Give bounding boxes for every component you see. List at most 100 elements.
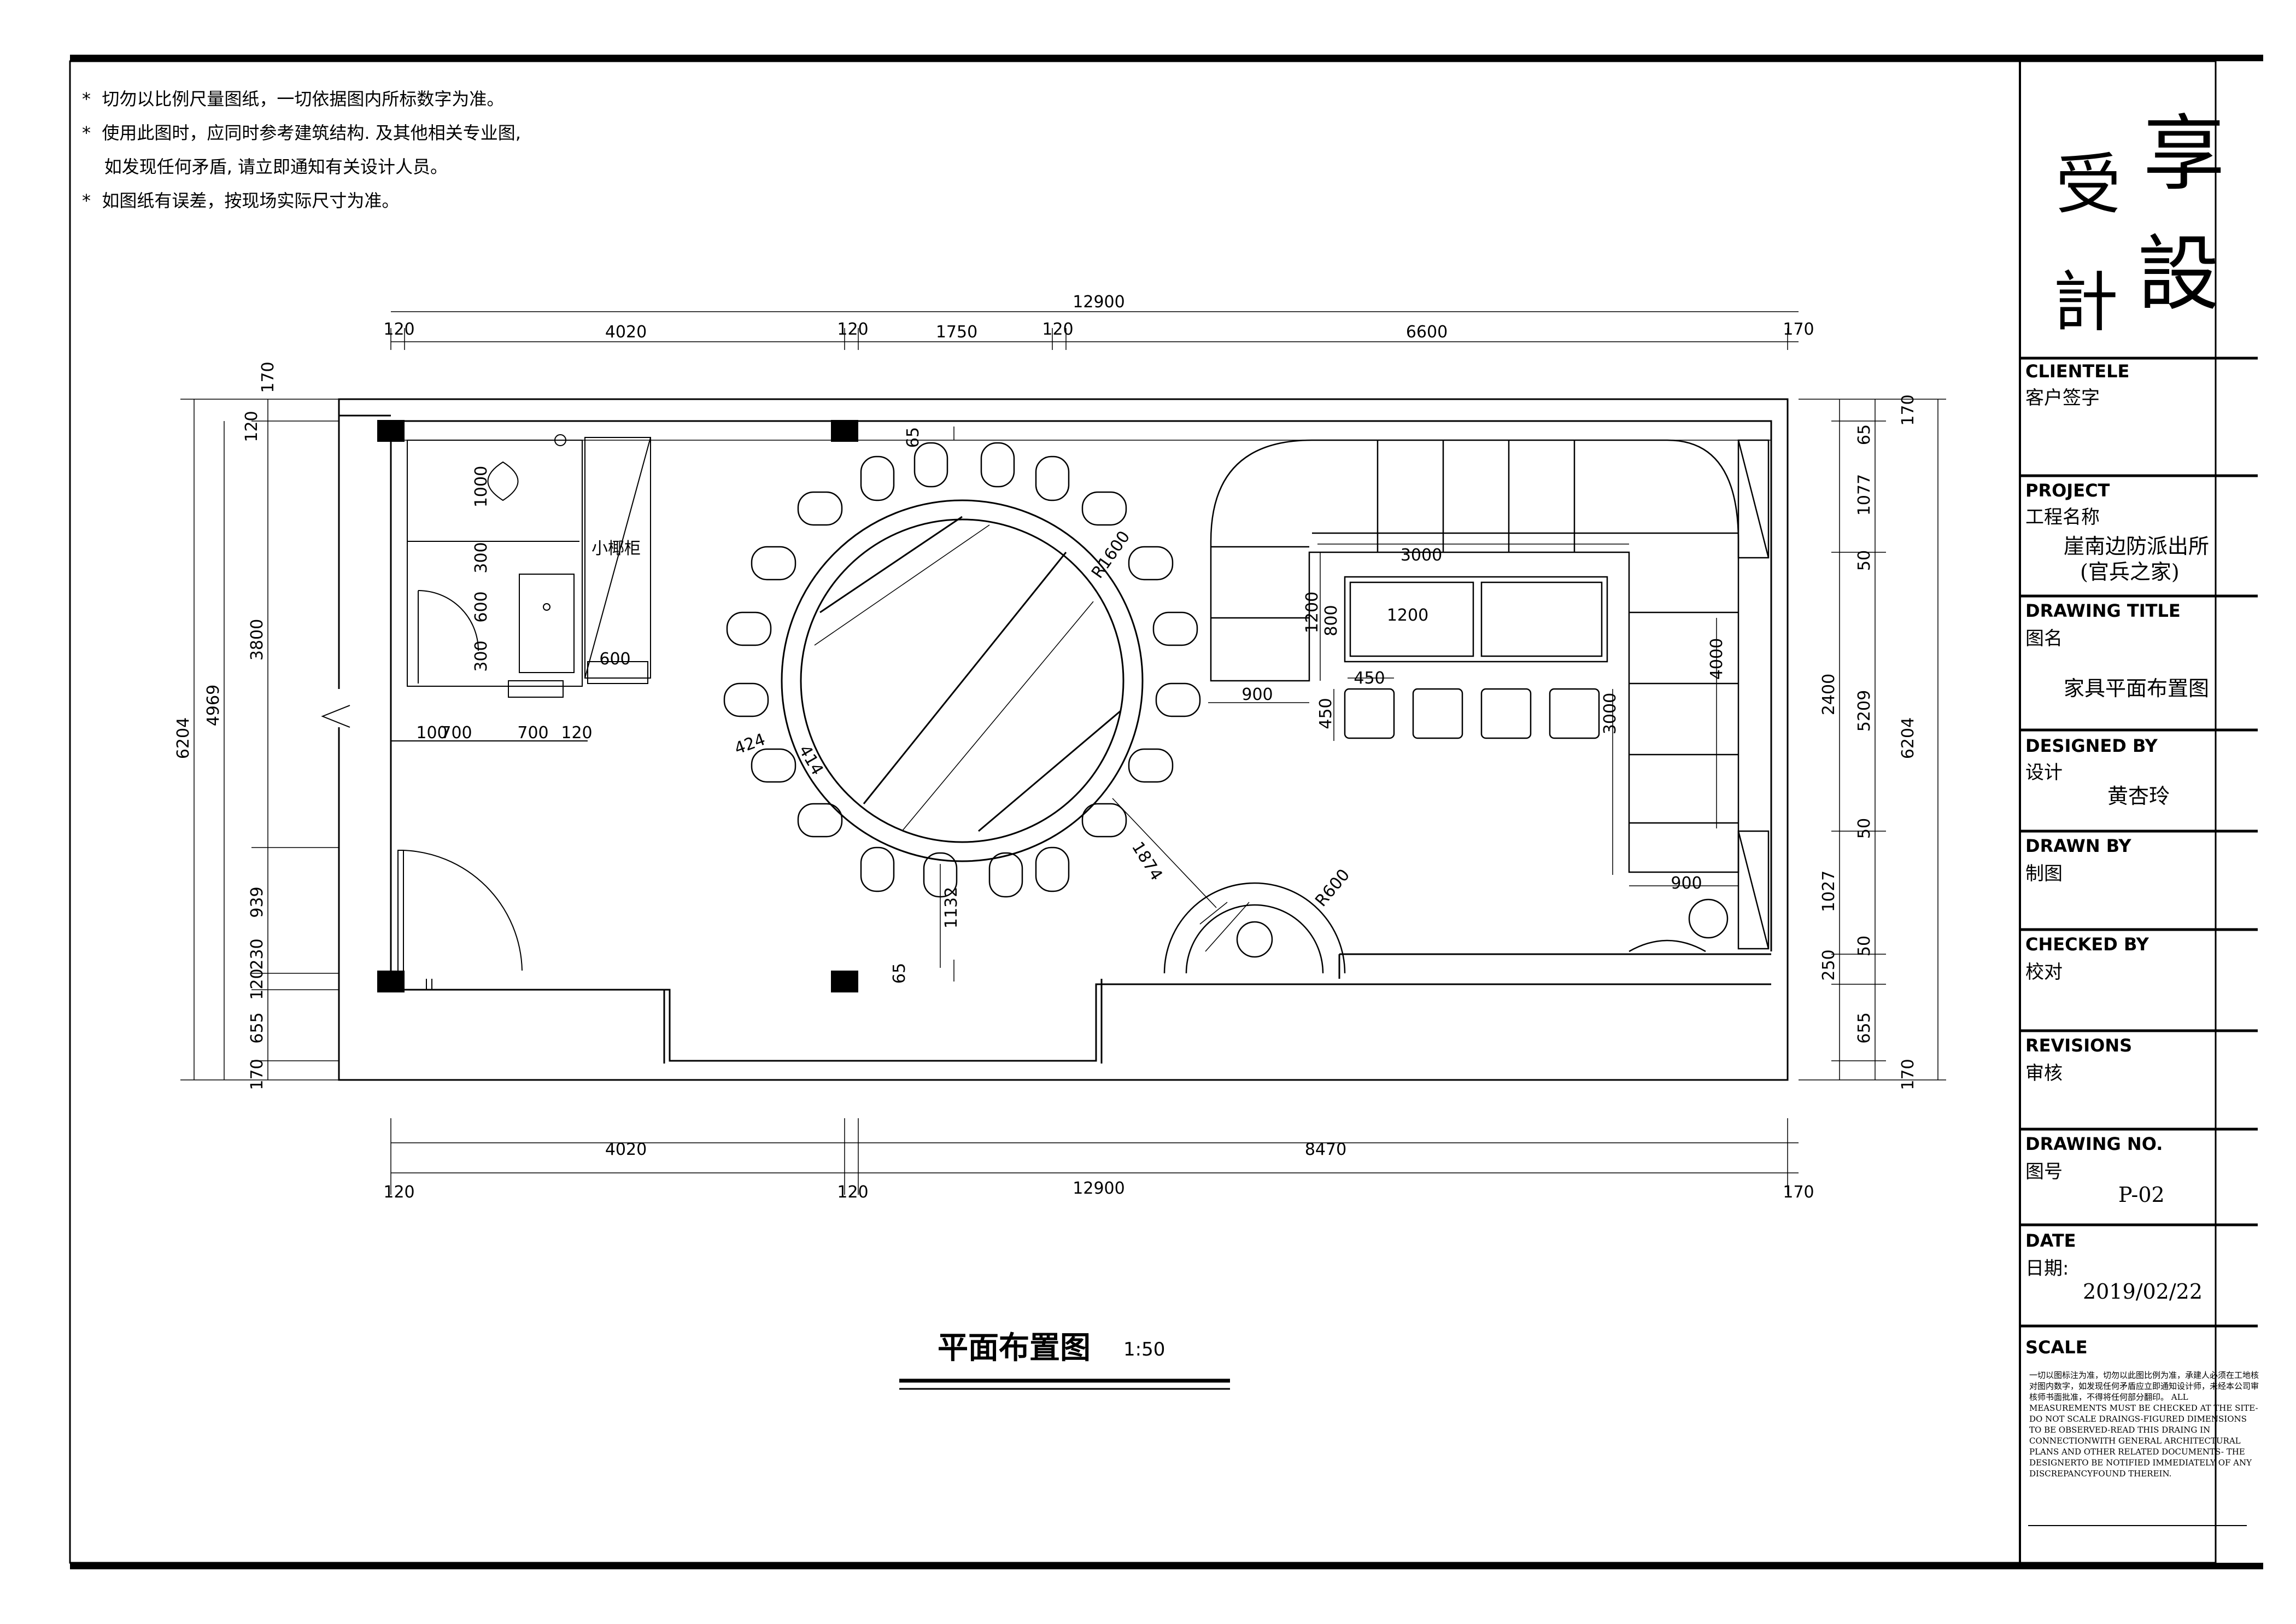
logo-char-3: 設	[2137, 227, 2220, 322]
plan-title: 平面布置图	[938, 1330, 1091, 1366]
date-value: 2019/02/22	[2083, 1280, 2203, 1304]
note-3: 如发现任何矛盾, 请立即通知有关设计人员。	[82, 156, 448, 177]
wc-600: 600	[472, 591, 491, 622]
drawing-title-value: 家具平面布置图	[2064, 676, 2210, 700]
wc-300b: 300	[472, 640, 491, 671]
dim-right-1077: 1077	[1855, 474, 1874, 516]
dim-left-170a: 170	[259, 361, 278, 393]
plan-title-underline	[899, 1378, 1230, 1390]
designed-by-cn: 设计	[2025, 762, 2063, 784]
note-1: * 切勿以比例尺量图纸，一切依据图内所标数字为准。	[82, 89, 505, 109]
gap-1874: 1874	[1128, 838, 1166, 884]
drawing-title-cn: 图名	[2025, 628, 2063, 650]
dim-right-250: 250	[1819, 949, 1838, 980]
dim-top-1750: 1750	[936, 323, 977, 342]
scale-note: 一切以图标注为准，切勿以此图比例为准，承建人必须在工地核对图内数字，如发现任何矛…	[2029, 1370, 2259, 1479]
wc-100: 100	[416, 723, 447, 743]
columns	[377, 420, 858, 992]
general-notes: * 切勿以比例尺量图纸，一切依据图内所标数字为准。 * 使用此图时，应同时参考建…	[82, 82, 521, 218]
revisions-cn: 审核	[2025, 1062, 2063, 1084]
dim-left-120b: 120	[248, 968, 267, 1000]
sofa-4000: 4000	[1707, 638, 1726, 680]
dim-top-120b: 120	[837, 320, 868, 339]
sofa-450b: 450	[1316, 698, 1336, 729]
dim-top-120a: 120	[383, 320, 414, 339]
dim-bot-170: 170	[1783, 1183, 1814, 1202]
sofa-3000b: 3000	[1601, 693, 1620, 734]
sofa-set	[1210, 439, 1770, 953]
entry-door	[397, 850, 523, 990]
logo-char-2: 受	[2055, 147, 2121, 223]
logo-char-1: 享	[2143, 107, 2225, 202]
wc-700a: 700	[441, 723, 472, 743]
clientele-label: CLIENTELE	[2025, 361, 2130, 382]
checked-by-cn: 校对	[2025, 961, 2063, 983]
bathroom	[391, 434, 651, 741]
drawing-no-label: DRAWING NO.	[2025, 1134, 2163, 1154]
dimension-labels: 12900 120 4020 120 1750 120 6600 170 402…	[383, 293, 1814, 1202]
dim-right-6204: 6204	[1899, 717, 1918, 759]
dim-bot-12900: 12900	[1073, 1179, 1124, 1198]
dim-top-total: 12900	[1073, 293, 1124, 312]
project-cn: 工程名称	[2025, 506, 2100, 528]
drawn-by-label: DRAWN BY	[2025, 836, 2131, 856]
dim-right-170a: 170	[1899, 394, 1918, 425]
dim-right-50c: 50	[1855, 936, 1874, 956]
dimension-lines	[180, 311, 1946, 1195]
dim-right-170b: 170	[1899, 1059, 1918, 1090]
dim-bot-120b: 120	[837, 1183, 868, 1202]
dim-top-120c: 120	[1042, 320, 1073, 339]
dim-left-939: 939	[248, 886, 267, 918]
dim-bot-4020: 4020	[605, 1140, 647, 1159]
walls	[321, 398, 1789, 1081]
dim-left-230: 230	[248, 938, 267, 969]
dim-left-170b: 170	[248, 1059, 267, 1090]
chair-424: 424	[732, 730, 768, 758]
wc-1000: 1000	[472, 466, 491, 507]
sofa-800: 800	[1322, 605, 1341, 636]
dim-right-1027: 1027	[1819, 871, 1838, 912]
date-label: DATE	[2025, 1230, 2076, 1251]
sheet-frame	[69, 55, 2263, 1569]
logo-char-4: 計	[2053, 265, 2118, 341]
project-label: PROJECT	[2025, 480, 2110, 501]
project-name-2: (官兵之家)	[2080, 560, 2180, 584]
dim-top-170: 170	[1783, 320, 1814, 339]
dim-left-655: 655	[248, 1012, 267, 1043]
title-block-lines	[2020, 357, 2258, 1526]
dim-right-65: 65	[1855, 424, 1874, 445]
drawing-no-value: P-02	[2118, 1183, 2165, 1207]
drawing-no-cn: 图号	[2025, 1161, 2063, 1183]
dim-right-2400: 2400	[1819, 674, 1838, 715]
project-name-1: 崖南边防派出所	[2064, 534, 2210, 558]
dim-left-4969: 4969	[204, 685, 223, 726]
dining-chairs	[723, 442, 1201, 898]
scale-label: SCALE	[2025, 1337, 2088, 1358]
dining-table	[781, 499, 1144, 862]
note-2: * 使用此图时，应同时参考建筑结构. 及其他相关专业图,	[82, 122, 521, 143]
dim-left-6204: 6204	[174, 717, 193, 759]
dim-sofa-900b: 900	[1671, 874, 1702, 893]
cab-600: 600	[599, 650, 630, 669]
designed-by-value: 黄杏玲	[2107, 784, 2170, 808]
col-65a: 65	[904, 427, 923, 448]
checked-by-label: CHECKED BY	[2025, 934, 2149, 955]
dim-left-3800: 3800	[248, 619, 267, 661]
wc-300a: 300	[472, 542, 491, 573]
clientele-cn: 客户签字	[2025, 387, 2100, 409]
dim-top-6600: 6600	[1406, 323, 1448, 342]
table-radius: R1600	[1088, 528, 1134, 582]
dim-left-120a: 120	[242, 411, 261, 442]
dim-bot-8470: 8470	[1305, 1140, 1346, 1159]
dim-sofa-1200: 1200	[1387, 606, 1428, 625]
date-cn: 日期:	[2025, 1258, 2069, 1280]
dim-sofa-450a: 450	[1354, 669, 1385, 688]
small-table-radius: R600	[1311, 866, 1354, 910]
dim-right-50a: 50	[1855, 550, 1874, 571]
dim-bot-120a: 120	[383, 1183, 414, 1202]
dim-right-5209: 5209	[1855, 690, 1874, 732]
sofa-1200b: 1200	[1303, 592, 1322, 633]
designed-by-label: DESIGNED BY	[2025, 735, 2158, 756]
wc-120: 120	[561, 723, 592, 743]
